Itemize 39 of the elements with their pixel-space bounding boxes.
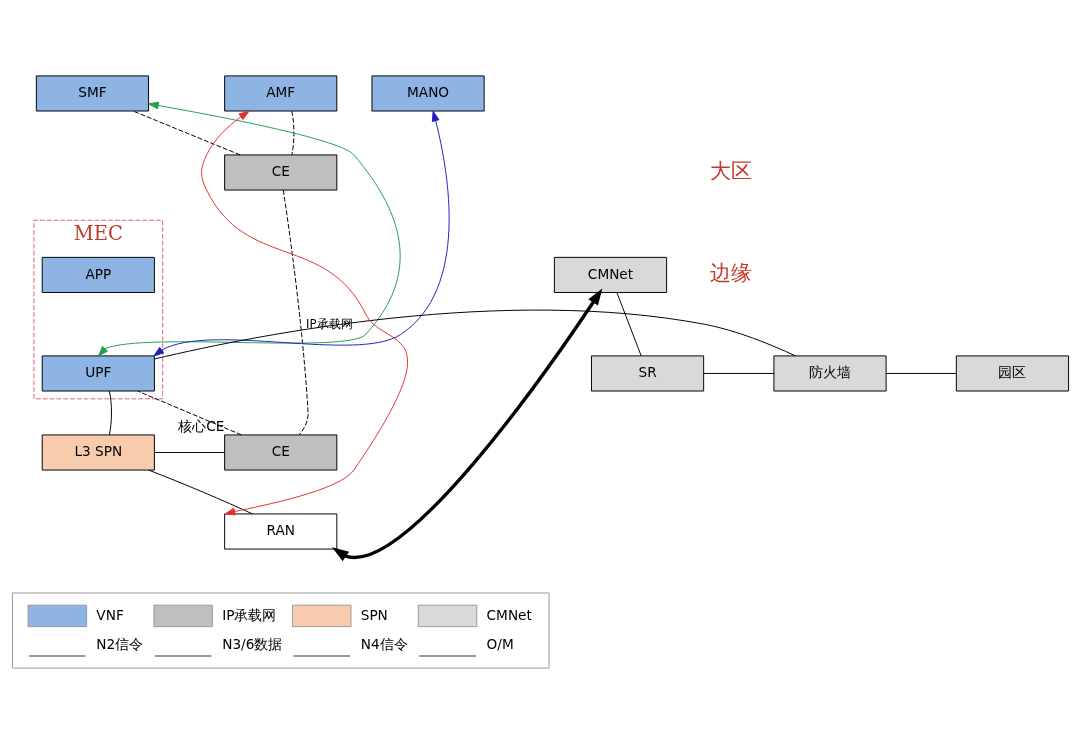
node-box: APP bbox=[41, 256, 155, 293]
arrow bbox=[97, 101, 401, 357]
arrow bbox=[201, 110, 408, 516]
node-box: 防火墙 bbox=[773, 355, 887, 392]
node-box: UPF bbox=[41, 355, 155, 392]
legend-label: N3/6数据 bbox=[222, 636, 283, 653]
connector bbox=[282, 189, 309, 436]
node-box: 园区 bbox=[955, 355, 1070, 392]
node-box: MANO bbox=[371, 75, 485, 112]
connector bbox=[108, 390, 112, 436]
node-label: 核心CE bbox=[178, 418, 225, 435]
label: 边缘 bbox=[710, 260, 753, 286]
legend-label: VNF bbox=[96, 606, 124, 623]
node-box: CE bbox=[224, 434, 338, 471]
legend-label: IP承载网 bbox=[222, 606, 277, 623]
connector bbox=[291, 110, 295, 156]
connector bbox=[154, 452, 226, 453]
connector bbox=[132, 110, 241, 156]
arrow bbox=[153, 110, 450, 357]
connector bbox=[148, 469, 253, 515]
connector bbox=[616, 292, 642, 357]
node-box: L3 SPN bbox=[41, 434, 155, 471]
node-box: CE bbox=[224, 154, 338, 191]
connector bbox=[703, 372, 775, 374]
legend-label: N4信令 bbox=[360, 636, 408, 653]
connector bbox=[137, 390, 242, 436]
node-box: CMNet bbox=[553, 256, 668, 293]
node-box: RAN bbox=[224, 513, 338, 550]
legend-label: CMNet bbox=[486, 606, 532, 623]
arrow bbox=[332, 288, 603, 562]
legend-label: N2信令 bbox=[96, 636, 144, 653]
node-box: SR bbox=[591, 355, 705, 392]
label: 大区 bbox=[710, 157, 753, 183]
connector bbox=[154, 309, 796, 360]
node-box: AMF bbox=[224, 75, 338, 112]
legend-label: O/M bbox=[486, 636, 514, 653]
connector bbox=[885, 372, 957, 374]
legend-label: SPN bbox=[360, 606, 388, 623]
node-box: SMF bbox=[35, 75, 150, 112]
